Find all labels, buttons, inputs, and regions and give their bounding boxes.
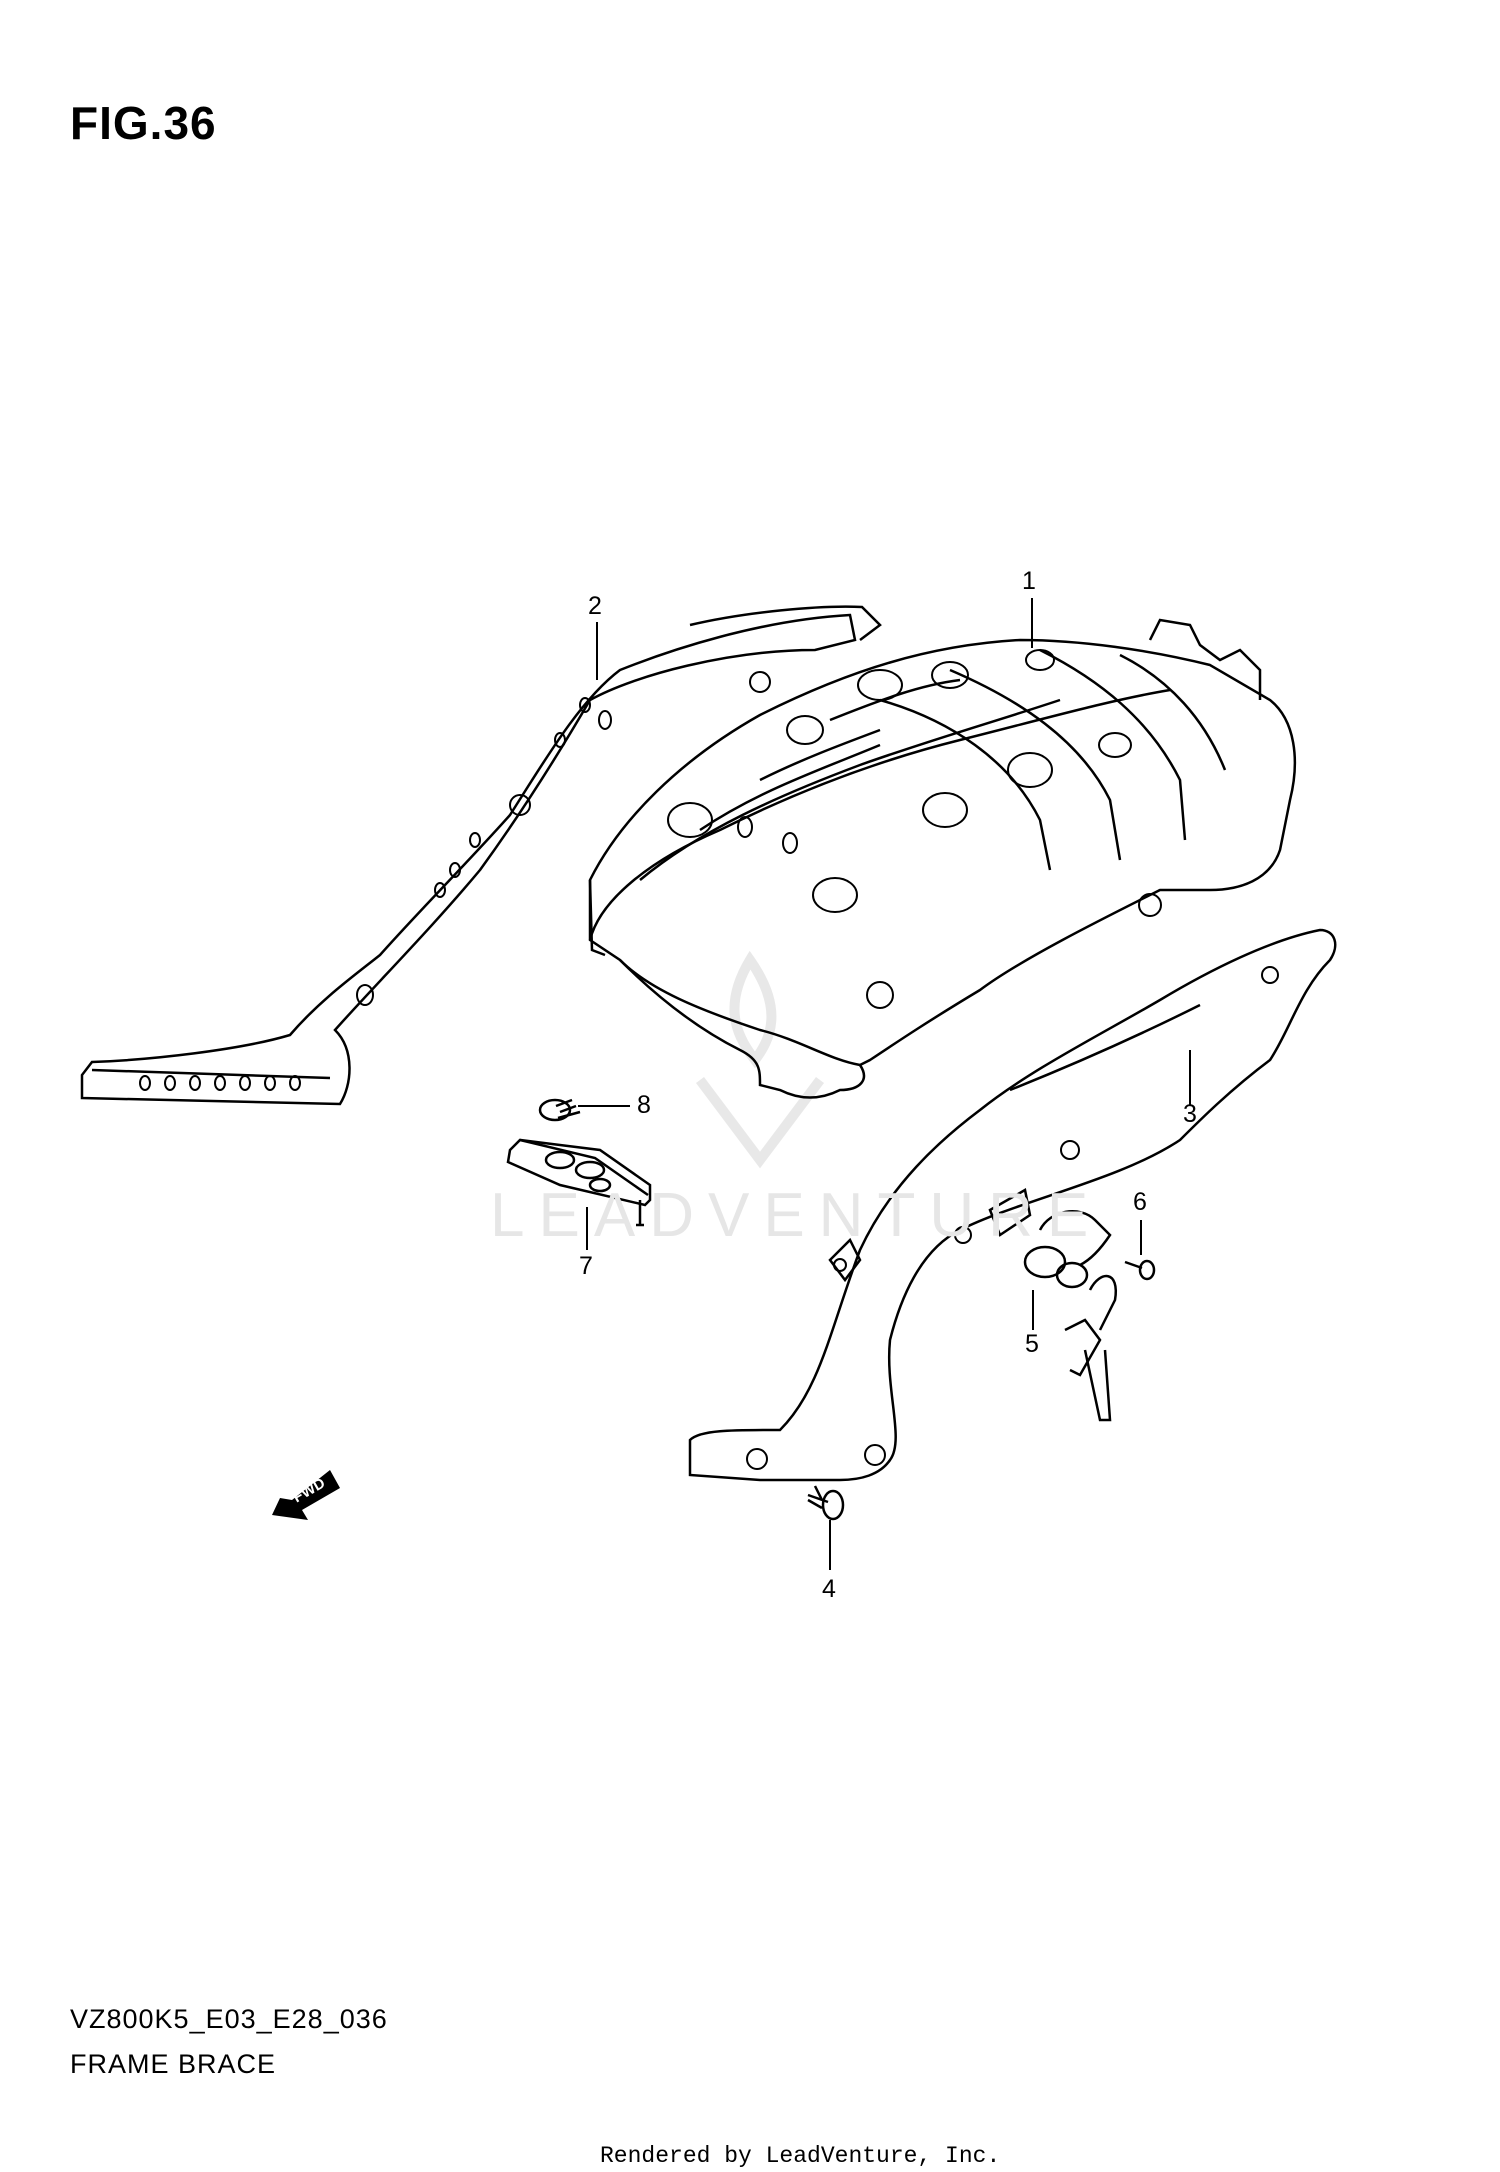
part-5-helmet-lock[interactable] xyxy=(1023,1210,1118,1422)
footer-credit: Rendered by LeadVenture, Inc. xyxy=(600,2143,1001,2169)
callout-4[interactable]: 4 xyxy=(822,1575,836,1603)
callout-1[interactable]: 1 xyxy=(1022,567,1036,595)
fwd-arrow-icon xyxy=(272,1470,340,1520)
part-2-holes xyxy=(139,671,771,1091)
part-7-bracket[interactable] xyxy=(506,1138,652,1227)
part-3-right-frame-brace[interactable] xyxy=(688,928,1337,1482)
callout-3[interactable]: 3 xyxy=(1183,1100,1197,1128)
callout-7[interactable]: 7 xyxy=(579,1252,593,1280)
section-name: FRAME BRACE xyxy=(70,2049,277,2079)
leader-lines xyxy=(578,598,1191,1570)
callout-8[interactable]: 8 xyxy=(637,1091,651,1119)
model-code: VZ800K5_E03_E28_036 xyxy=(70,2004,388,2034)
part-8-screw[interactable] xyxy=(538,1098,581,1122)
watermark-logo xyxy=(696,950,824,1169)
watermark-text: LEADVENTURE xyxy=(490,1181,1103,1250)
figure-title: FIG.36 xyxy=(70,97,217,149)
part-2-left-frame-brace[interactable] xyxy=(80,605,882,1106)
callout-6[interactable]: 6 xyxy=(1133,1188,1147,1216)
callout-2[interactable]: 2 xyxy=(588,592,602,620)
part-3-holes xyxy=(746,966,1279,1470)
part-6-screw[interactable] xyxy=(1124,1259,1156,1281)
part-4-bolt[interactable] xyxy=(807,1485,845,1521)
part-1-rear-cover[interactable] xyxy=(588,618,1296,1099)
part-1-holes xyxy=(667,649,1162,1009)
callout-5[interactable]: 5 xyxy=(1025,1330,1039,1358)
